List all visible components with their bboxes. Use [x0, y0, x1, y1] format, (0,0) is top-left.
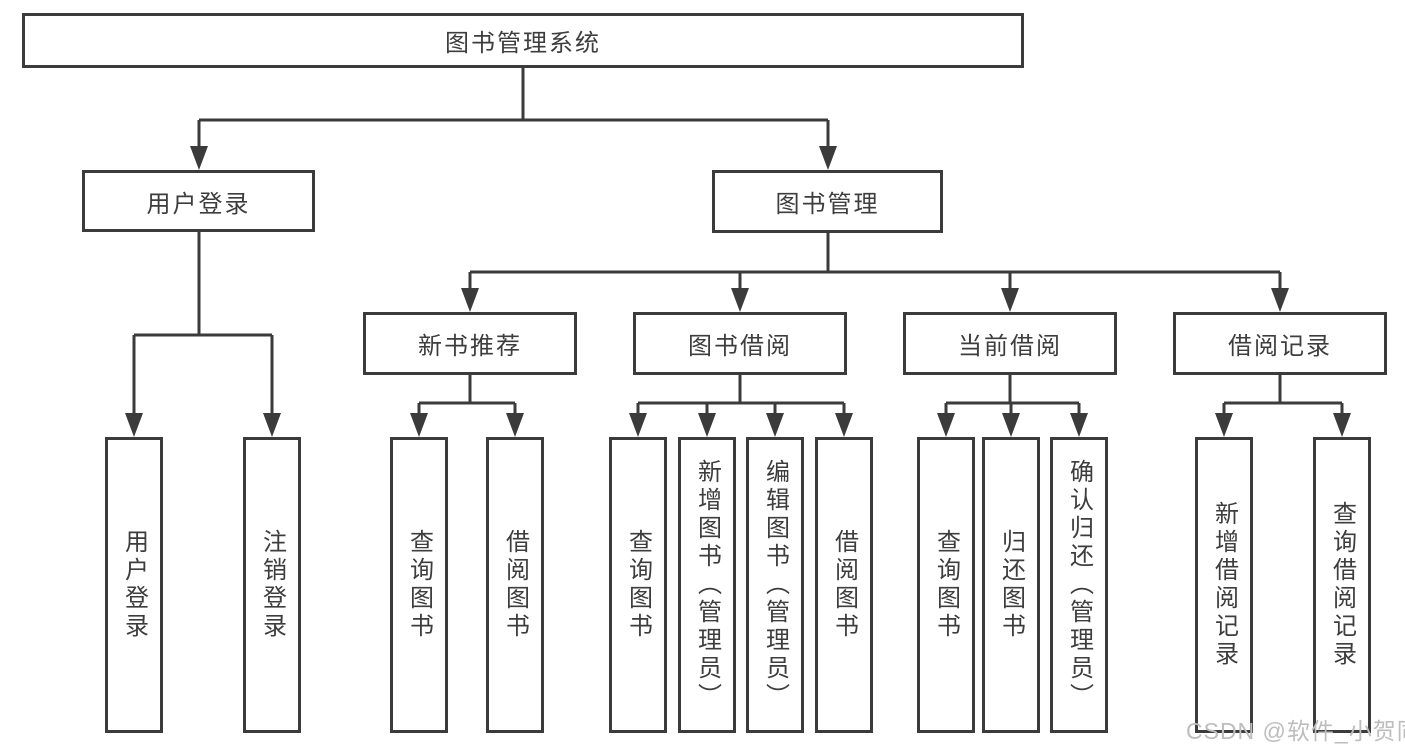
- arrowhead-icons: [125, 146, 1351, 437]
- node-label: 新书推荐: [418, 333, 522, 360]
- node-leaf-logout: 注销登录: [243, 437, 301, 733]
- node-label: 当前借阅: [958, 333, 1062, 360]
- node-label: 用户登录: [146, 190, 251, 218]
- node-label: 新增借阅记录: [1210, 501, 1238, 669]
- node-leaf-confirm-return-admin: 确认归还（管理员）: [1050, 437, 1108, 733]
- node-leaf-add-books-admin: 新增图书（管理员）: [678, 437, 736, 733]
- node-library-system: 图书管理系统: [22, 13, 1024, 68]
- node-label: 用户登录: [120, 529, 148, 641]
- node-label: 查询图书: [405, 529, 433, 641]
- node-leaf-user-login: 用户登录: [105, 437, 163, 733]
- node-label: 注销登录: [258, 529, 286, 641]
- node-label: 图书管理系统: [445, 30, 601, 57]
- node-borrowing-records: 借阅记录: [1173, 312, 1387, 375]
- node-user-login: 用户登录: [82, 170, 315, 232]
- node-label: 查询图书: [624, 529, 652, 641]
- node-label: 查询借阅记录: [1328, 501, 1356, 669]
- connector-lines: [132, 68, 1344, 416]
- node-leaf-borrow-books: 借阅图书: [815, 437, 873, 733]
- node-label: 确认归还（管理员）: [1065, 459, 1093, 711]
- node-label: 归还图书: [997, 529, 1025, 641]
- node-label: 编辑图书（管理员）: [761, 459, 789, 711]
- node-label: 借阅图书: [501, 529, 529, 641]
- node-label: 借阅图书: [830, 529, 858, 641]
- node-new-book-recommend: 新书推荐: [363, 312, 577, 375]
- watermark: CSDN @软件_小贺同学: [1186, 718, 1405, 744]
- node-leaf-return-books: 归还图书: [982, 437, 1040, 733]
- node-leaf-query-books-recommend: 查询图书: [390, 437, 448, 733]
- node-label: 新增图书（管理员）: [693, 459, 721, 711]
- node-book-management: 图书管理: [712, 170, 943, 233]
- node-leaf-query-books-current: 查询图书: [917, 437, 975, 733]
- node-label: 图书借阅: [688, 333, 792, 360]
- node-current-borrowing: 当前借阅: [903, 312, 1117, 375]
- node-label: 图书管理: [775, 191, 880, 218]
- node-leaf-query-borrow-record: 查询借阅记录: [1313, 437, 1371, 733]
- node-leaf-edit-books-admin: 编辑图书（管理员）: [746, 437, 804, 733]
- node-leaf-query-books-borrow: 查询图书: [609, 437, 667, 733]
- node-book-borrowing: 图书借阅: [633, 312, 847, 375]
- node-leaf-borrow-books-recommend: 借阅图书: [486, 437, 544, 733]
- node-leaf-add-borrow-record: 新增借阅记录: [1195, 437, 1253, 733]
- node-label: 借阅记录: [1228, 333, 1332, 360]
- node-label: 查询图书: [932, 529, 960, 641]
